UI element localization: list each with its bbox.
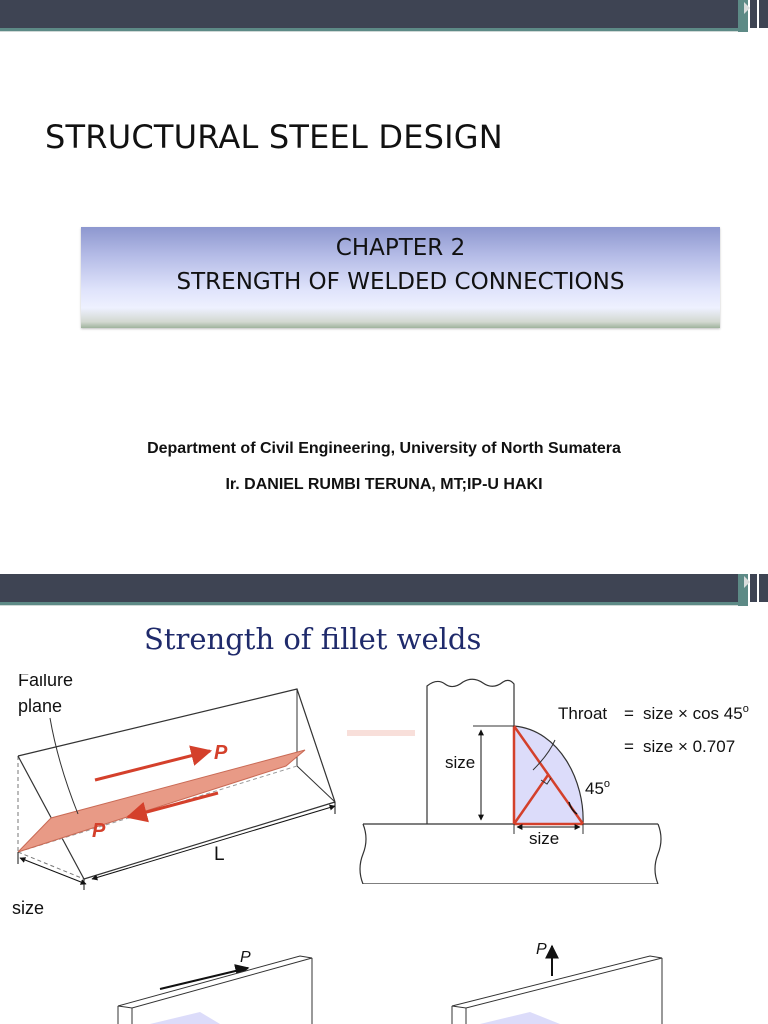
failure-label-line1: Failure: [18, 674, 73, 690]
size-label-horizontal: size: [529, 829, 559, 848]
title-slide: STRUCTURAL STEEL DESIGN CHAPTER 2 STRENG…: [0, 0, 768, 493]
force-label-bottom-left: P: [240, 949, 251, 966]
fillet-weld-prism-figure: P P Failure plane L size: [12, 674, 336, 918]
equation-1-sign: =: [624, 704, 634, 723]
chapter-title: STRENGTH OF WELDED CONNECTIONS: [176, 269, 625, 295]
author-text: Ir. DANIEL RUMBI TERUNA, MT;IP-U HAKI: [225, 476, 543, 493]
slide-header-bar: [0, 0, 768, 32]
force-label-bottom: P: [92, 820, 106, 842]
slide-title: Strength of fillet welds: [144, 622, 482, 656]
angle-label: 45o: [585, 778, 610, 798]
chapter-number: CHAPTER 2: [335, 235, 466, 261]
chapter-banner: CHAPTER 2 STRENGTH OF WELDED CONNECTIONS: [81, 227, 720, 328]
size-label-left: size: [12, 898, 44, 918]
slide-header-bar: [0, 574, 768, 606]
equation-2-sign: =: [624, 737, 634, 756]
equation-1: size × cos 45o: [643, 703, 749, 723]
failure-label-line2: plane: [18, 696, 62, 716]
presentation-title: STRUCTURAL STEEL DESIGN: [45, 118, 503, 156]
weld-throat-section-figure: size size 45o Throat = size × cos 45o = …: [347, 678, 749, 884]
equation-2: size × 0.707: [643, 737, 735, 756]
force-label-bottom-right: P: [536, 941, 547, 958]
weld-loading-figures: P P: [117, 941, 663, 1024]
fillet-welds-slide: Strength of fillet welds P P Failure pla: [0, 574, 768, 1024]
failure-plane: [17, 749, 306, 853]
force-label-top: P: [214, 742, 228, 764]
department-text: Department of Civil Engineering, Univers…: [147, 440, 621, 457]
size-label-vertical: size: [445, 753, 475, 772]
throat-label: Throat: [558, 704, 607, 723]
length-label: L: [214, 844, 225, 865]
